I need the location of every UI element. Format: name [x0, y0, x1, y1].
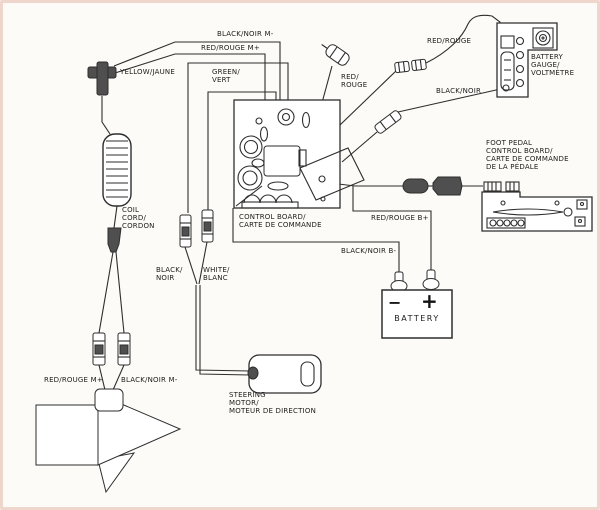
coil-cord — [102, 133, 132, 253]
trolling-motor — [35, 388, 182, 494]
label-black-noir-b: BLACK/NOIR B- — [341, 247, 397, 255]
label-black-noir-steering: BLACK/ NOIR — [156, 266, 183, 282]
motor-wire-housing — [94, 388, 124, 412]
motor-power-wires — [113, 41, 281, 100]
label-yellow-jaune: YELLOW/JAUNE — [120, 68, 175, 76]
control-board — [233, 99, 365, 209]
gauge-black-fuse-connector — [374, 110, 402, 134]
foot-pedal-plug-a — [402, 178, 429, 194]
steering-wires — [184, 241, 251, 376]
label-green-vert: GREEN/ VERT — [212, 68, 240, 84]
strain-relief-plug — [107, 227, 122, 253]
label-black-noir-gauge: BLACK/NOIR — [436, 87, 482, 95]
label-battery-gauge: BATTERY GAUGE/ VOLTMÈTRE — [531, 53, 575, 77]
motor-lead-connector-red — [92, 332, 106, 366]
foot-pedal-board — [481, 181, 593, 232]
label-coil-cord: COIL CORD/ CORDON — [122, 206, 155, 230]
steering-inline-connector-black — [179, 214, 192, 248]
battery-terminal-negative — [390, 271, 408, 292]
battery-terminal-positive — [422, 269, 440, 290]
label-black-noir-motor: BLACK/NOIR M- — [121, 376, 178, 384]
label-red-rouge-motor: RED/ROUGE M+ — [44, 376, 103, 384]
steering-inline-connector-white — [201, 209, 214, 243]
yellow-connector — [87, 61, 117, 96]
gauge-black-wire — [341, 87, 506, 163]
steering-motor — [247, 354, 322, 394]
label-foot-pedal: FOOT PEDAL CONTROL BOARD/ CARTE DE COMMA… — [486, 139, 569, 171]
battery-gauge — [496, 22, 558, 98]
motor-body — [35, 404, 99, 466]
battery — [381, 269, 453, 339]
gauge-red-fuse-connectors — [394, 58, 427, 74]
motor-lead-connector-black — [117, 332, 131, 366]
battery-positive-wire — [352, 186, 432, 272]
label-white-blanc-steering: WHITE/ BLANC — [203, 266, 230, 282]
battery-plus-sign: + — [421, 289, 438, 313]
label-black-noir-m-top: BLACK/NOIR M- — [217, 30, 274, 38]
battery-negative-wire — [232, 208, 400, 272]
red-bullet-connector — [321, 44, 350, 66]
label-red-rouge-fuse: RED/ ROUGE — [341, 73, 368, 89]
coil-cord-wire — [98, 96, 125, 391]
label-battery: BATTERY — [394, 314, 440, 323]
label-red-rouge-gauge: RED/ROUGE — [427, 37, 472, 45]
control-board-daughter-card — [299, 147, 365, 201]
battery-minus-sign: − — [388, 293, 402, 312]
pin-header — [483, 181, 520, 192]
label-steering-motor: STEERING MOTOR/ MOTEUR DE DIRECTION — [229, 391, 317, 415]
green-wire-loop — [187, 62, 289, 213]
label-red-rouge-m-top: RED/ROUGE M+ — [201, 44, 260, 52]
foot-pedal-plug-b — [432, 176, 463, 196]
label-control-board: CONTROL BOARD/ CARTE DE COMMANDE — [239, 213, 322, 229]
label-red-rouge-b: RED/ROUGE B+ — [371, 214, 429, 222]
